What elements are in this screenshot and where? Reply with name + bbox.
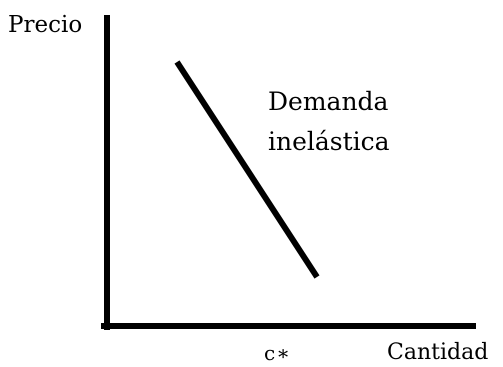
demand-curve-label-line2: inelástica xyxy=(268,127,390,156)
demand-curve-label: Demanda inelástica xyxy=(268,82,390,162)
y-axis-label: Precio xyxy=(8,12,83,38)
quantity-marker-label: c∗ xyxy=(264,341,291,365)
demand-curve xyxy=(174,60,320,279)
demand-curve-label-line1: Demanda xyxy=(268,87,389,116)
x-axis-label: Cantidad xyxy=(387,340,489,365)
